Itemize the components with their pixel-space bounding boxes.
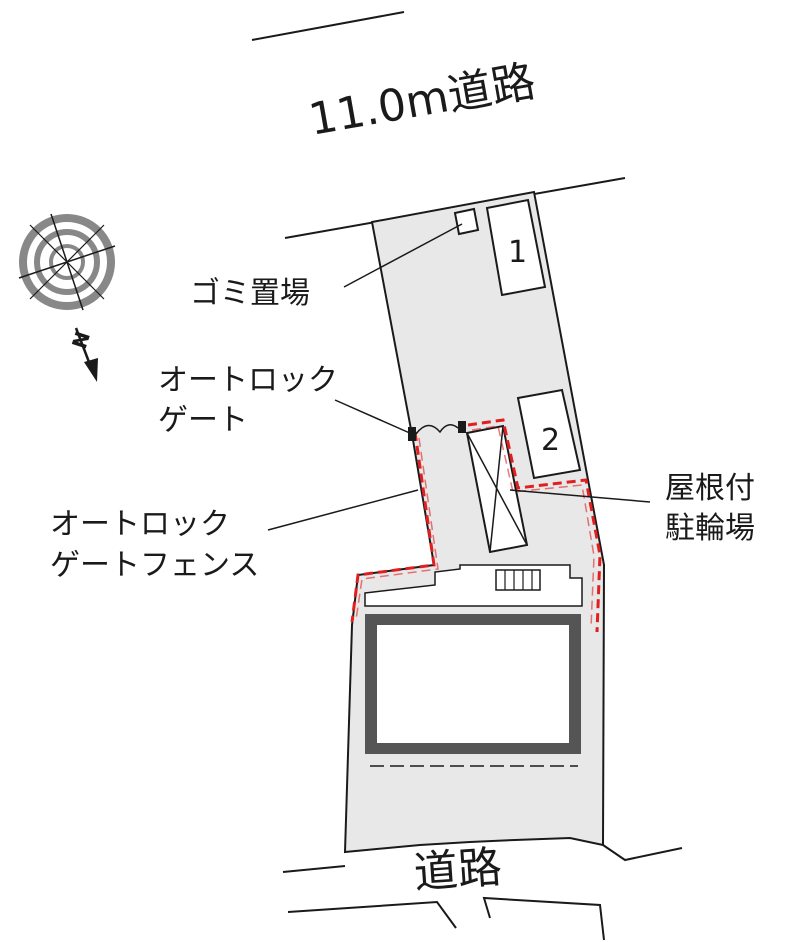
auto-lock-fence-label-1: オートロック [50,507,230,542]
parking-space-1 [485,198,547,297]
north-road-edge-top [251,11,405,41]
compass-north-letter: N [67,328,95,351]
auto-lock-gate-post-right [458,421,466,433]
garbage-label: ゴミ置場 [190,276,310,311]
south-road-kerb-right [482,896,605,941]
fence-leader [267,489,419,531]
auto-lock-gate-label-1: オートロック [158,363,338,398]
garbage-area [453,207,480,236]
parking-space-2-number: 2 [541,423,560,458]
gate-leader [334,399,413,435]
parking-space-1-number: 1 [508,235,527,270]
south-road-edge-right [602,844,683,862]
auto-lock-gate-leaf [415,424,459,435]
compass-rose-icon [18,213,116,311]
auto-lock-fence-label-2: ゲートフェンス [50,548,259,583]
bike-leader [509,489,651,503]
bike-parking-label-2: 駐輪場 [665,511,755,546]
mailbox [495,569,541,591]
south-road-kerb-left [287,900,457,929]
bike-parking-cross-2 [489,425,504,553]
auto-lock-fence [350,418,602,633]
parking-space-2 [516,388,582,480]
north-arrow-icon [74,327,98,382]
auto-lock-fence-inner [355,425,595,629]
bike-parking-label-1: 屋根付 [665,471,755,506]
north-road-label: 11.0m道路 [305,56,539,146]
building-interior [377,625,569,743]
south-road-edge-left [282,865,346,873]
garbage-leader [343,223,463,288]
auto-lock-gate-label-2: ゲート [158,403,248,438]
south-road-label: 道路 [412,842,503,899]
